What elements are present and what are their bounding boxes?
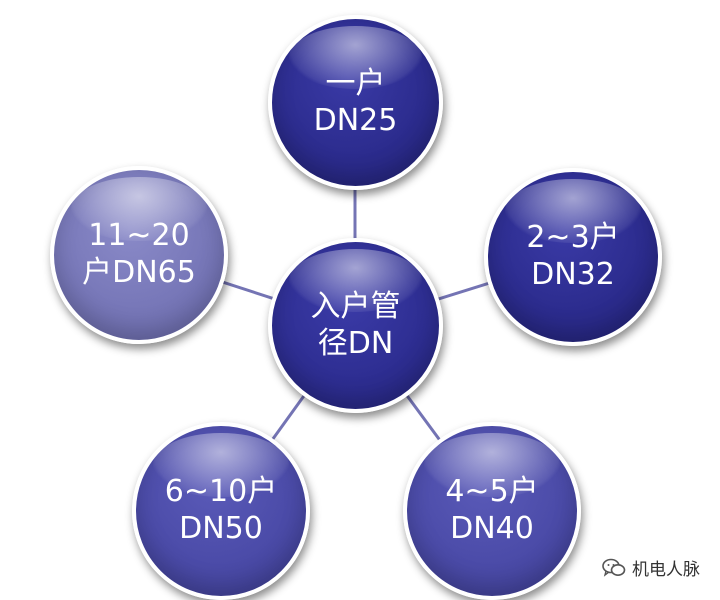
node-2-3-households-line1: 2~3户 [526, 220, 620, 256]
node-6-10-households-line1: 6~10户 [164, 474, 278, 510]
center-line2: 径DN [317, 325, 394, 361]
wechat-icon [602, 558, 626, 577]
node-6-10-households: 6~10户 DN50 [132, 422, 310, 600]
node-one-household-line2: DN25 [313, 102, 398, 138]
node-2-3-households-line2: DN32 [531, 257, 615, 292]
node-one-household-line1: 一户 [325, 65, 386, 101]
node-4-5-households-line1: 4~5户 [445, 474, 539, 510]
watermark: 机电人脉 [602, 555, 700, 580]
center-line1: 入户管 [310, 288, 401, 324]
node-11-20-households-line1: 11~20 [88, 218, 190, 254]
node-center-pipe-diameter: 入户管 径DN [268, 238, 443, 413]
node-6-10-households-line2: DN50 [179, 511, 263, 546]
node-11-20-households-line2: 户DN65 [82, 255, 196, 290]
node-2-3-households: 2~3户 DN32 [484, 168, 662, 346]
watermark-text: 机电人脉 [632, 560, 700, 580]
node-4-5-households: 4~5户 DN40 [403, 422, 581, 600]
node-4-5-households-line2: DN40 [450, 511, 534, 546]
node-one-household: 一户 DN25 [268, 15, 443, 190]
node-11-20-households: 11~20 户DN65 [50, 166, 228, 344]
